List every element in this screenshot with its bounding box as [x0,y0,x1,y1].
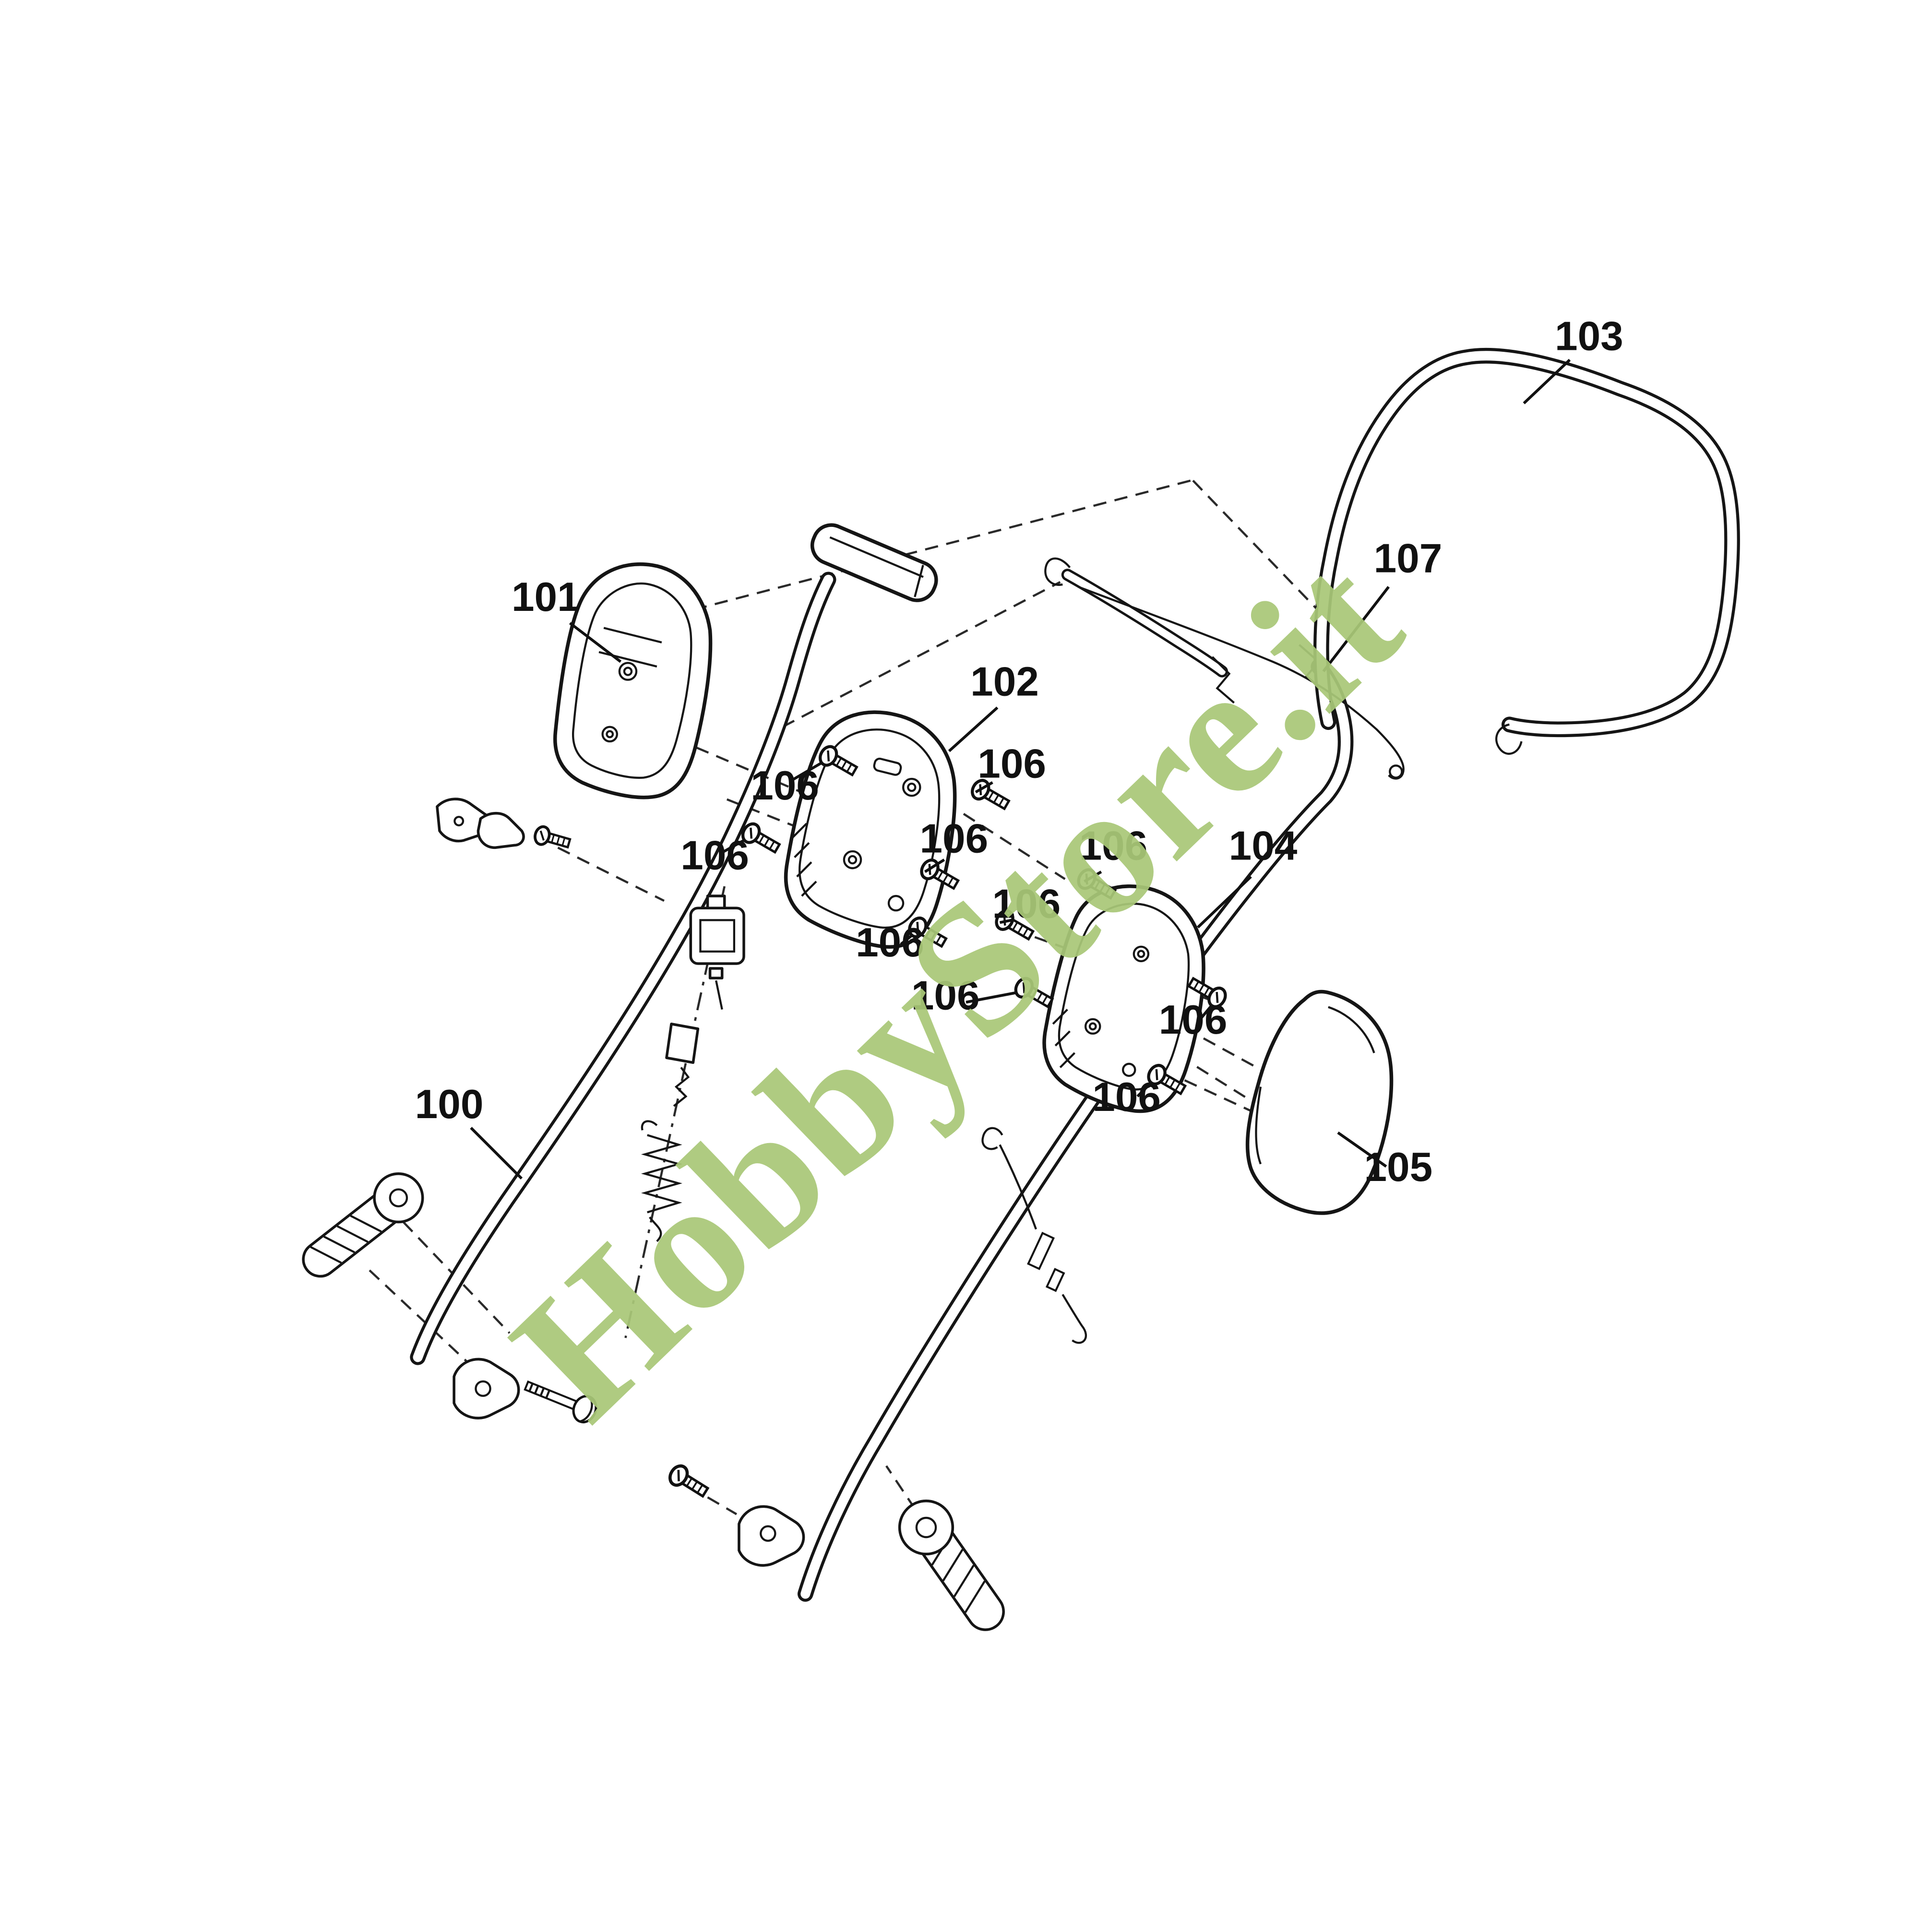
cable-end-loop [1389,764,1403,779]
cover-105 [1245,990,1394,1215]
cam-lever-bottom [898,1499,1005,1631]
part-label-105: 105 [1364,1145,1432,1190]
lower-cable [981,1127,1087,1344]
part-label-106: 106 [1092,1074,1161,1120]
upper-handle-leg-stub [1044,557,1235,704]
cable-connector [665,1023,700,1107]
bar-end-hook [1495,723,1523,755]
clamp-nut-middle [738,1505,805,1567]
lower-handle-left-tube [410,523,938,1365]
carriage-bolt [524,1380,597,1423]
part-label-104: 104 [1229,823,1298,869]
cover-104 [1042,884,1205,1113]
screw-small [533,825,572,852]
tension-spring [641,1120,682,1242]
control-cable [1078,585,1405,780]
part-label-106: 106 [911,973,980,1019]
part-label-106: 106 [1079,823,1148,869]
part-label-106: 106 [751,763,819,809]
clamp-nut-left [453,1358,520,1419]
part-label-106: 106 [680,833,749,879]
screw-small [667,1463,711,1501]
part-labels: 100 101 102 103 104 105 107 106 106 106 … [415,314,1623,1190]
part-label-107: 107 [1374,536,1443,582]
part-label-101: 101 [512,574,580,620]
part-label-102: 102 [970,659,1039,704]
part-label-106: 106 [856,920,924,966]
handle-grip [810,523,938,602]
tube-break-mark [1211,656,1235,704]
upper-handle-bar [1313,347,1740,755]
clamp-upper-left [436,798,572,852]
part-label-106: 106 [919,816,988,861]
part-label-106: 106 [978,741,1046,787]
part-label-103: 103 [1555,314,1623,359]
leader-lines [470,358,1571,1180]
part-label-100: 100 [415,1082,484,1127]
part-label-106: 106 [992,881,1061,927]
cam-lever-left [302,1172,424,1278]
part-label-106: 106 [1159,997,1228,1043]
cover-101 [553,562,713,799]
switch-bracket [689,894,745,1010]
